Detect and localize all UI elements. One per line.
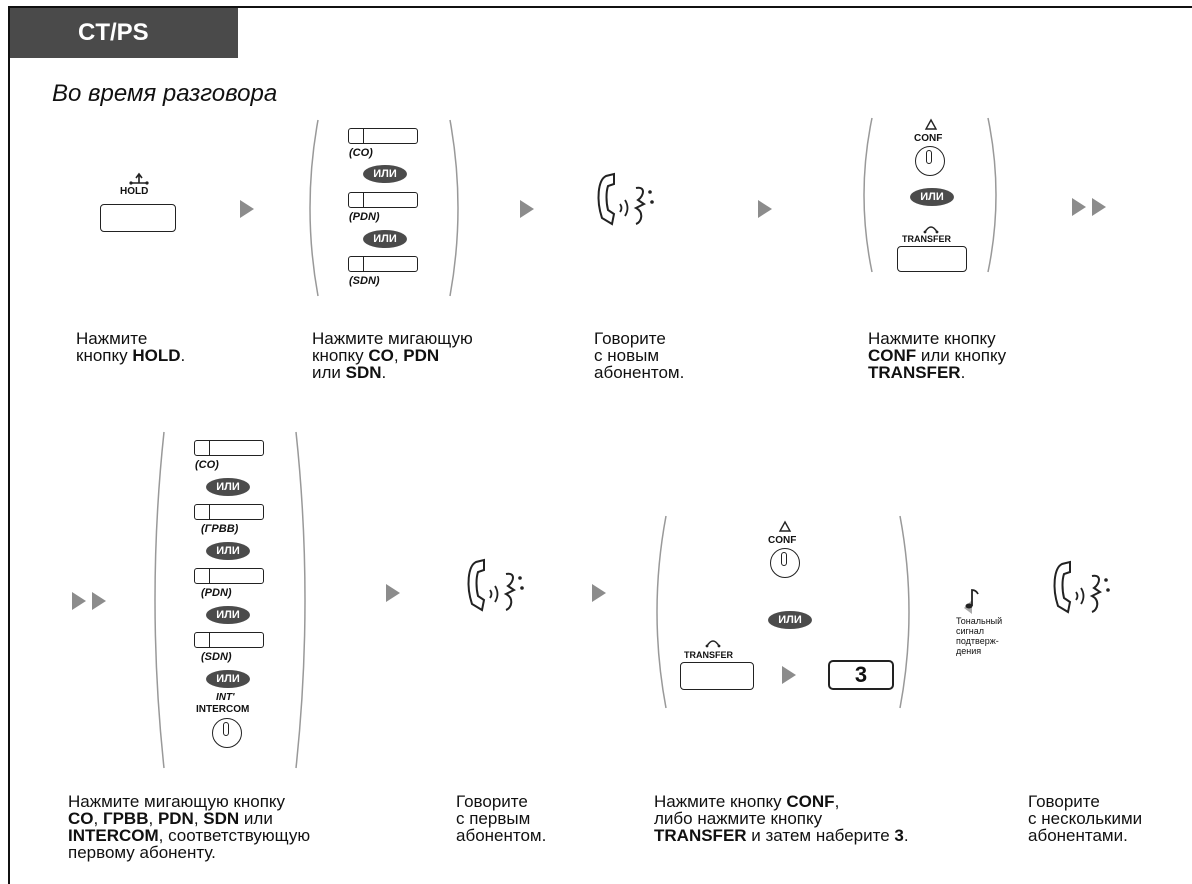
- conf-label: CONF: [768, 535, 797, 546]
- sdn-line-key[interactable]: [348, 256, 418, 272]
- page-title: Во время разговора: [52, 80, 278, 107]
- or-badge: ИЛИ: [206, 606, 250, 624]
- caption-talk-first: Говорите с первым абонентом.: [456, 792, 547, 845]
- sdn-label: (SDN): [349, 275, 380, 287]
- right-paren: [449, 119, 459, 297]
- caption-press-flashing: Нажмите мигающую кнопку CO, PDN или SDN.: [312, 329, 473, 382]
- sdn-label: (SDN): [201, 651, 232, 663]
- or-badge: ИЛИ: [363, 230, 407, 248]
- pdn-line-key[interactable]: [194, 568, 264, 584]
- confirmation-tone-label: Тональный сигнал подтверж- дения: [956, 616, 1003, 656]
- conf-icon: [778, 520, 792, 532]
- left-paren: [154, 431, 165, 769]
- grvv-label: (ГРВВ): [201, 523, 239, 535]
- step-arrow: [240, 200, 254, 218]
- conf-label: CONF: [914, 133, 943, 144]
- transfer-icon: [923, 226, 939, 234]
- hold-button[interactable]: [100, 204, 176, 232]
- hold-label: HOLD: [120, 186, 149, 197]
- left-paren: [656, 515, 667, 709]
- or-badge: ИЛИ: [910, 188, 954, 206]
- frame-top-border: [8, 6, 1192, 8]
- caption-talk-multiple: Говорите с несколькими абонентами.: [1028, 792, 1143, 845]
- or-badge: ИЛИ: [206, 670, 250, 688]
- step-arrow: [782, 666, 796, 684]
- conf-button[interactable]: [770, 548, 800, 578]
- hold-step: HOLD: [100, 172, 176, 234]
- talk-handset-icon: [467, 558, 524, 612]
- transfer-label: TRANSFER: [684, 650, 733, 660]
- step-arrow: [386, 584, 400, 602]
- step-arrow-double: [72, 592, 86, 610]
- step-arrow: [520, 200, 534, 218]
- dial-key-3[interactable]: 3: [828, 660, 894, 690]
- conf-icon: [924, 118, 938, 130]
- pdn-label: (PDN): [349, 211, 380, 223]
- co-line-key[interactable]: [348, 128, 418, 144]
- frame-left-border: [8, 6, 10, 884]
- or-badge: ИЛИ: [206, 478, 250, 496]
- left-paren: [309, 119, 319, 297]
- step-arrow: [758, 200, 772, 218]
- grvv-line-key[interactable]: [194, 504, 264, 520]
- talk-handset-icon: [597, 172, 654, 226]
- section-tab: CT/PS: [10, 8, 238, 58]
- step-arrow-double: [1092, 198, 1106, 216]
- transfer-label: TRANSFER: [902, 234, 951, 244]
- intercom-label: INTERCOM: [196, 704, 250, 715]
- step-arrow: [592, 584, 606, 602]
- left-paren: [863, 117, 873, 273]
- co-label: (CO): [349, 147, 373, 159]
- co-line-key[interactable]: [194, 440, 264, 456]
- caption-press-conf-or-transfer: Нажмите кнопку CONF, либо нажмите кнопку…: [654, 792, 909, 845]
- right-paren: [987, 117, 997, 273]
- transfer-button[interactable]: [680, 662, 754, 690]
- caption-talk-new: Говорите с новым абонентом.: [594, 329, 685, 382]
- intercom-button[interactable]: [212, 718, 242, 748]
- step-arrow-double: [1072, 198, 1086, 216]
- talk-handset-icon: [1053, 560, 1110, 614]
- conf-button[interactable]: [915, 146, 945, 176]
- or-badge: ИЛИ: [206, 542, 250, 560]
- right-paren: [899, 515, 910, 709]
- confirmation-tone-icon: [964, 589, 979, 614]
- or-badge: ИЛИ: [768, 611, 812, 629]
- caption-press-flashing-first: Нажмите мигающую кнопку CO, ГРВВ, PDN, S…: [68, 792, 311, 862]
- sdn-line-key[interactable]: [194, 632, 264, 648]
- co-label: (CO): [195, 459, 219, 471]
- transfer-button[interactable]: [897, 246, 967, 272]
- caption-press-conf: Нажмите кнопку CONF или кнопку TRANSFER.: [868, 329, 1007, 382]
- right-paren: [295, 431, 306, 769]
- int-label: INT': [216, 692, 235, 703]
- caption-press-hold: Нажмите кнопку HOLD.: [76, 329, 186, 365]
- or-badge: ИЛИ: [363, 165, 407, 183]
- step-arrow-double: [92, 592, 106, 610]
- hold-icon: [129, 172, 149, 185]
- transfer-icon: [705, 640, 721, 648]
- pdn-label: (PDN): [201, 587, 232, 599]
- pdn-line-key[interactable]: [348, 192, 418, 208]
